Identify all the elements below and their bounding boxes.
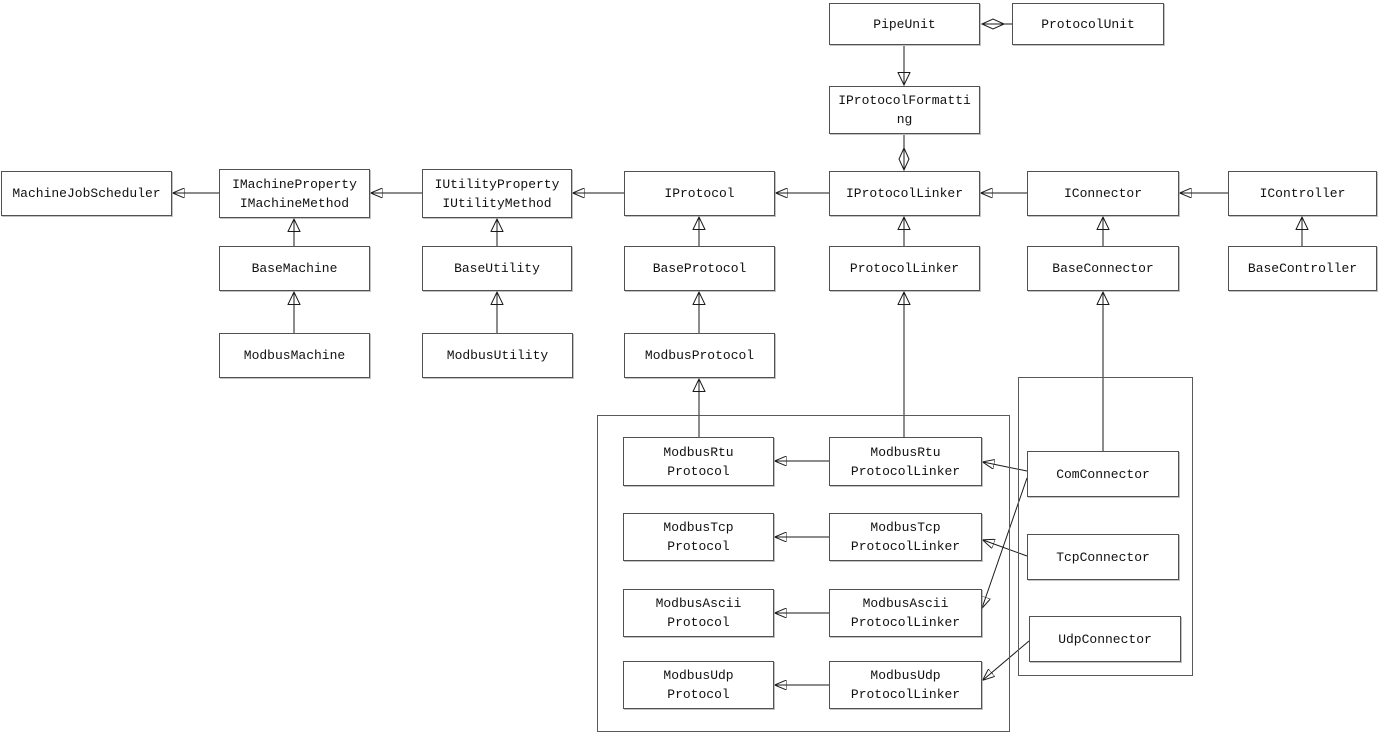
class-box-modbusrtuprotocollinker: ModbusRtu ProtocolLinker <box>829 437 982 486</box>
class-box-modbusmachine: ModbusMachine <box>219 333 370 378</box>
class-box-modbusudpprotocol: ModbusUdp Protocol <box>623 661 774 709</box>
class-box-iconnector: IConnector <box>1027 171 1179 216</box>
class-box-modbusrtuprotocol: ModbusRtu Protocol <box>623 437 774 486</box>
class-box-protocollinker: ProtocolLinker <box>829 246 980 291</box>
class-box-modbusutility: ModbusUtility <box>422 333 573 378</box>
class-box-iprotocol: IProtocol <box>624 171 775 216</box>
class-box-baseprotocol: BaseProtocol <box>624 246 775 291</box>
class-box-tcpconnector: TcpConnector <box>1027 534 1179 580</box>
connector-group-frame <box>1018 377 1193 676</box>
class-box-modbusasciiprotocol: ModbusAscii Protocol <box>623 589 774 637</box>
class-box-modbusasciiprotocollinker: ModbusAscii ProtocolLinker <box>829 589 982 637</box>
class-box-iprotocolformatting: IProtocolFormatting <box>829 86 980 134</box>
class-box-basecontroller: BaseController <box>1228 246 1377 291</box>
class-box-pipeunit: PipeUnit <box>829 3 980 45</box>
class-box-iprotocollinker: IProtocolLinker <box>829 171 980 216</box>
class-box-iutilityproperty: IUtilityProperty IUtilityMethod <box>422 169 572 218</box>
class-box-modbustcpprotocol: ModbusTcp Protocol <box>623 513 774 561</box>
class-box-comconnector: ComConnector <box>1027 451 1179 497</box>
class-box-protocolunit: ProtocolUnit <box>1012 3 1164 45</box>
class-box-udpconnector: UdpConnector <box>1029 616 1181 662</box>
class-box-modbusprotocol: ModbusProtocol <box>624 333 775 378</box>
class-box-basemachine: BaseMachine <box>219 246 370 291</box>
class-box-icontroller: IController <box>1228 171 1377 216</box>
class-box-baseconnector: BaseConnector <box>1027 246 1179 291</box>
class-box-baseutility: BaseUtility <box>422 246 572 291</box>
class-box-machinejobscheduler: MachineJobScheduler <box>1 171 172 216</box>
class-box-modbusudpprotocollinker: ModbusUdp ProtocolLinker <box>829 661 982 709</box>
modbus-protocol-group-frame <box>597 415 1010 732</box>
class-box-modbustcpprotocollinker: ModbusTcp ProtocolLinker <box>829 513 982 561</box>
class-box-imachineproperty: IMachineProperty IMachineMethod <box>219 169 370 218</box>
